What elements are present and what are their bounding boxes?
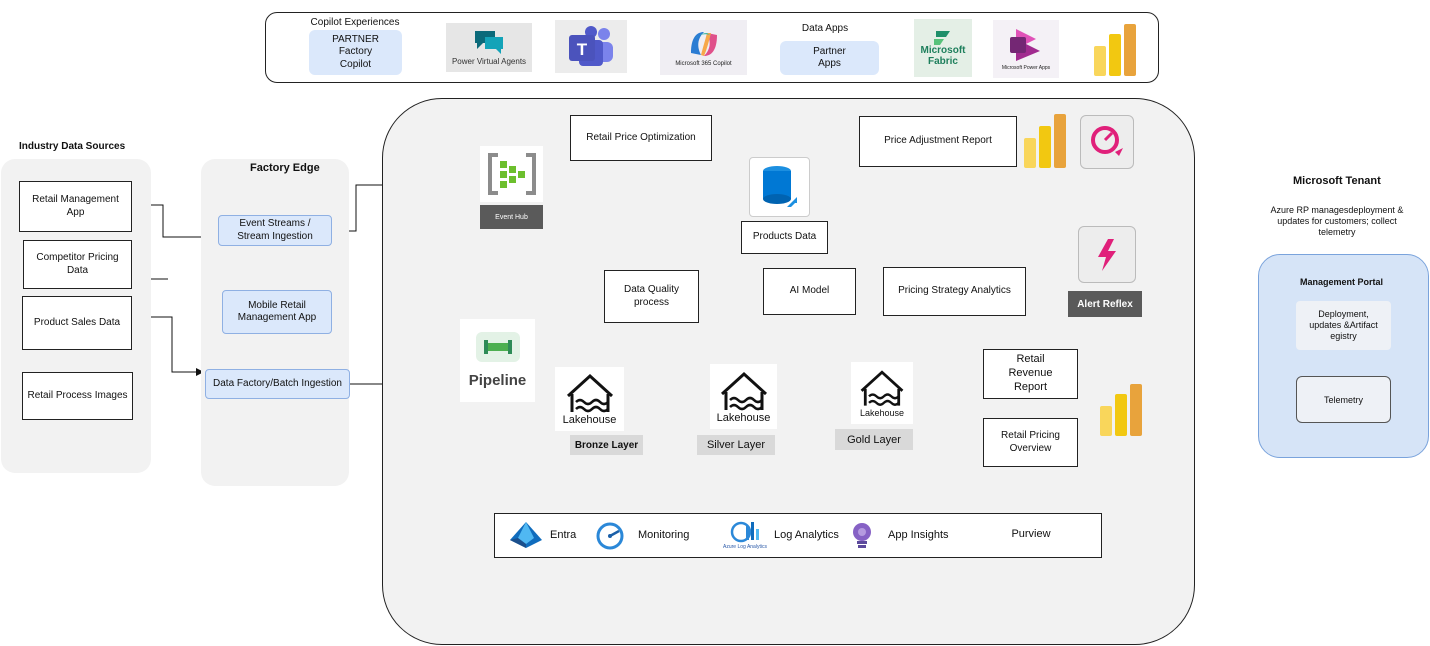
lightning-icon (1098, 238, 1116, 271)
products-data-db-icon-tile[interactable] (749, 157, 810, 217)
retail-revenue-report[interactable]: Retail Revenue Report (983, 349, 1078, 399)
monitoring-label: Monitoring (638, 528, 690, 541)
silver-lakehouse[interactable]: Lakehouse (710, 364, 777, 429)
svg-text:T: T (577, 40, 588, 59)
event-streams-ingestion[interactable]: Event Streams / Stream Ingestion (218, 215, 332, 246)
partner-apps-box[interactable]: Partner Apps (780, 41, 879, 75)
activator-tile[interactable] (1080, 115, 1134, 169)
power-bi-icon-reports[interactable] (1100, 384, 1144, 436)
data-apps-heading: Data Apps (801, 23, 849, 34)
telemetry-text: Telemetry (1323, 394, 1363, 405)
lakehouse-icon (720, 371, 767, 410)
power-virtual-agents-tile[interactable]: Power Virtual Agents (446, 23, 532, 72)
silver-layer-label: Silver Layer (697, 435, 775, 455)
microsoft-365-copilot-icon (690, 31, 717, 56)
log-analytics-caption: Azure Log Analytics (723, 544, 767, 550)
management-portal-heading: Management Portal (1300, 277, 1384, 287)
power-apps-tile[interactable]: Microsoft Power Apps (993, 20, 1059, 78)
retail-management-app-source[interactable]: Retail Management App (19, 181, 132, 232)
power-bi-icon-top[interactable] (1094, 24, 1138, 76)
tenant-description: Azure RP managesdeployment & updates for… (1270, 205, 1404, 237)
power-bi-icon-price-report[interactable] (1024, 114, 1068, 168)
product-sales-data-source[interactable]: Product Sales Data (22, 296, 132, 350)
bronze-lakehouse-label: Lakehouse (562, 414, 617, 426)
entra-item[interactable]: Entra (508, 518, 588, 551)
gold-lakehouse-label: Lakehouse (859, 408, 905, 418)
microsoft-365-copilot-tile[interactable]: Microsoft 365 Copilot (660, 20, 747, 75)
event-hub-label: Event Hub (480, 205, 543, 229)
pipeline-label: Pipeline (468, 372, 527, 389)
entra-label: Entra (550, 528, 577, 541)
teams-icon: T (569, 25, 613, 66)
pipeline-icon (475, 332, 520, 362)
monitoring-gauge-icon (596, 522, 624, 549)
data-quality-process[interactable]: Data Quality process (604, 270, 699, 323)
microsoft-fabric-tile[interactable]: Microsoft Fabric (914, 19, 972, 77)
telemetry-box[interactable]: Telemetry (1296, 376, 1391, 423)
power-apps-icon (1010, 29, 1040, 61)
price-adjustment-report[interactable]: Price Adjustment Report (859, 116, 1017, 167)
event-hub-icon (487, 153, 536, 195)
data-factory-batch-ingestion[interactable]: Data Factory/Batch Ingestion (205, 369, 350, 399)
pipeline-node[interactable]: Pipeline (460, 319, 535, 402)
pricing-strategy-analytics[interactable]: Pricing Strategy Analytics (883, 267, 1026, 316)
teams-tile[interactable]: T (555, 20, 627, 73)
factory-edge-heading: Factory Edge (250, 162, 320, 174)
deployment-updates-box[interactable]: Deployment, updates &Artifact egistry (1296, 301, 1391, 350)
arrow-product-sales-to-data-factory (132, 316, 204, 376)
deployment-updates-text: Deployment, updates &Artifact egistry (1309, 308, 1378, 342)
power-virtual-agents-icon (475, 31, 503, 54)
industry-data-sources-heading: Industry Data Sources (19, 141, 126, 152)
database-icon (762, 166, 797, 207)
microsoft-365-copilot-label: Microsoft 365 Copilot (675, 60, 732, 67)
silver-lakehouse-label: Lakehouse (716, 411, 771, 424)
microsoft-tenant-heading: Microsoft Tenant (1293, 175, 1381, 187)
entra-icon (510, 521, 542, 548)
mobile-retail-management-app[interactable]: Mobile Retail Management App (222, 290, 332, 334)
competitor-pricing-data-source[interactable]: Competitor Pricing Data (23, 240, 132, 289)
event-hub-node[interactable]: Event Hub (480, 146, 543, 229)
app-insights-bulb-icon (853, 522, 871, 548)
microsoft-fabric-label: Microsoft Fabric (920, 45, 966, 67)
gold-layer-label: Gold Layer (835, 429, 913, 450)
alert-reflex-icon-tile[interactable] (1078, 226, 1136, 283)
ai-model[interactable]: AI Model (763, 268, 856, 315)
partner-factory-copilot-box[interactable]: PARTNER Factory Copilot (309, 30, 402, 75)
retail-price-optimization[interactable]: Retail Price Optimization (570, 115, 712, 161)
alert-reflex-label: Alert Reflex (1068, 291, 1142, 317)
monitoring-item[interactable]: Monitoring (590, 518, 705, 551)
lakehouse-icon (860, 370, 904, 406)
activator-gauge-icon (1091, 126, 1123, 156)
power-apps-label: Microsoft Power Apps (1001, 65, 1051, 71)
bronze-lakehouse[interactable]: Lakehouse (555, 367, 624, 431)
retail-process-images-source[interactable]: Retail Process Images (22, 372, 133, 420)
copilot-experiences-heading: Copilot Experiences (310, 17, 400, 28)
governance-bar (494, 513, 1102, 558)
lakehouse-icon (566, 373, 613, 413)
log-analytics-icon (730, 521, 759, 543)
log-analytics-label: Log Analytics (774, 529, 839, 541)
management-portal-panel (1258, 254, 1429, 458)
fabric-icon (934, 31, 950, 45)
retail-pricing-overview[interactable]: Retail Pricing Overview (983, 418, 1078, 467)
bronze-layer-label: Bronze Layer (570, 435, 643, 455)
products-data-node[interactable]: Products Data (741, 221, 828, 254)
purview-label[interactable]: Purview (1011, 528, 1051, 540)
app-insights-item[interactable]: App Insights (842, 518, 957, 551)
power-virtual-agents-label: Power Virtual Agents (451, 57, 527, 66)
gold-lakehouse[interactable]: Lakehouse (851, 362, 913, 424)
app-insights-label: App Insights (888, 528, 949, 541)
log-analytics-item[interactable]: Azure Log Analytics Log Analytics (722, 516, 840, 554)
